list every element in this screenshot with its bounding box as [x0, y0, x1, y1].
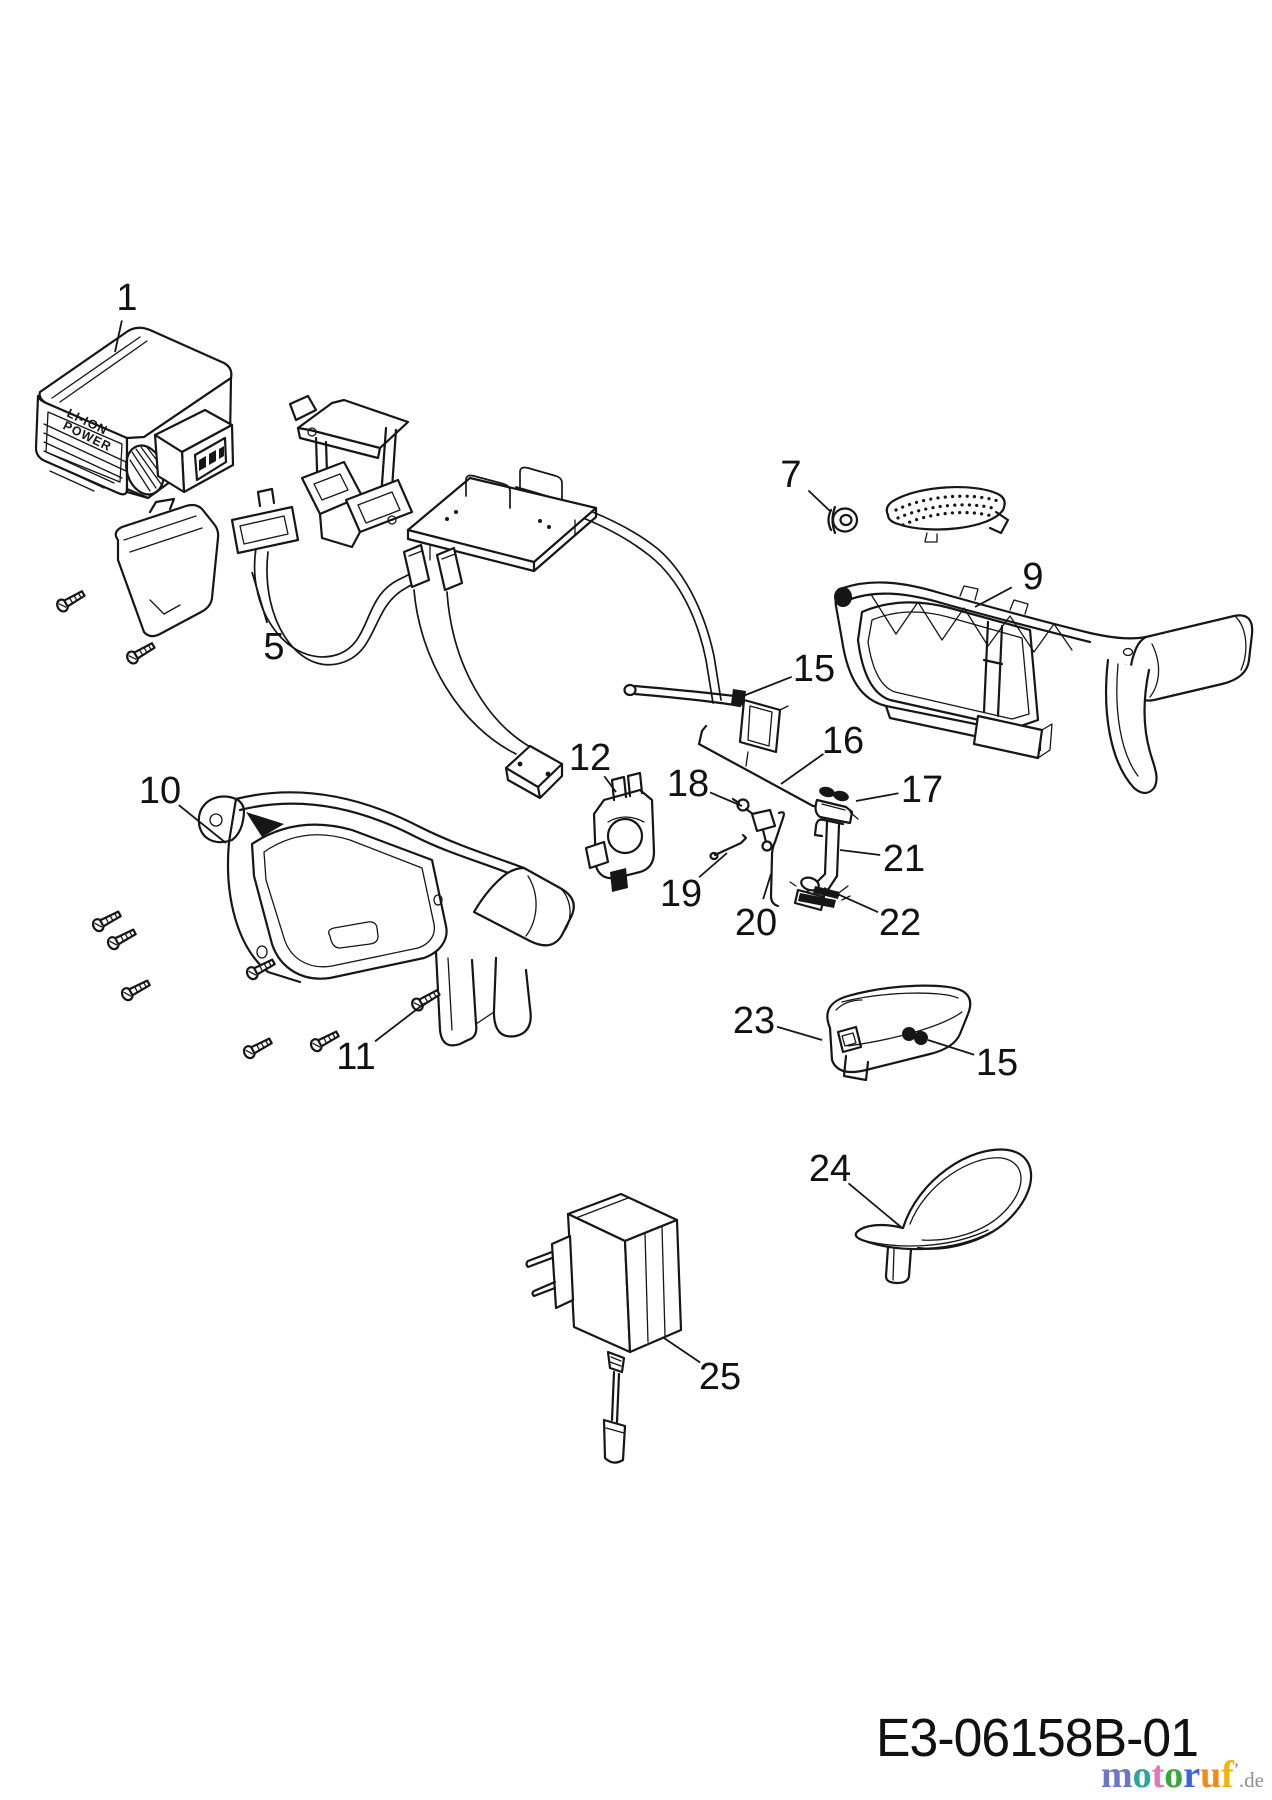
- part-label-25-18: 25: [699, 1356, 741, 1398]
- part-label-22-14: 22: [879, 902, 921, 944]
- leader-line-1-0: [114, 320, 123, 353]
- leader-line-18-10: [709, 791, 743, 807]
- leader-line-16-8: [780, 753, 824, 785]
- leader-line-15-7: [742, 675, 793, 697]
- leader-line-20-12: [762, 873, 772, 900]
- logo-letter-3: o: [1164, 1754, 1184, 1796]
- leader-line-10-4: [178, 804, 227, 844]
- part-label-7-2: 7: [780, 454, 801, 496]
- screw-7: [309, 1030, 340, 1053]
- handle-housing-right: [834, 581, 1254, 795]
- leader-line-21-13: [839, 849, 881, 856]
- logo-letter-2: t: [1151, 1754, 1165, 1796]
- motoruf-logo: motoruf’.de: [1101, 1756, 1264, 1794]
- logo-letter-0: m: [1100, 1754, 1133, 1796]
- screw-8: [411, 989, 441, 1012]
- screw-1: [126, 642, 156, 665]
- diagram-code: E3-06158B-01: [876, 1708, 1198, 1768]
- leader-line-25-18: [663, 1337, 701, 1364]
- battery-connector: [153, 408, 235, 494]
- battery-pack: LI-ION POWER: [34, 326, 235, 500]
- latch-22: [789, 876, 851, 908]
- leader-line-17-9: [855, 792, 899, 802]
- logo-letter-1: o: [1132, 1754, 1152, 1796]
- part-label-5-1: 5: [263, 626, 284, 668]
- part-label-20-12: 20: [735, 902, 777, 944]
- part-label-9-3: 9: [1022, 556, 1043, 598]
- logo-letter-4: r: [1183, 1754, 1201, 1796]
- grommet: [827, 505, 859, 535]
- part-label-1-0: 1: [116, 277, 137, 319]
- leader-line-24-17: [847, 1182, 902, 1228]
- part-label-16-8: 16: [822, 720, 864, 762]
- screw-3: [106, 928, 137, 951]
- leader-line-5-1: [251, 571, 269, 624]
- clamp-17: [814, 786, 859, 825]
- pin-19: [709, 833, 748, 861]
- part-label-11-5: 11: [336, 1036, 375, 1078]
- part-label-18-10: 18: [667, 763, 709, 805]
- logo-letter-6: f: [1221, 1754, 1234, 1796]
- screw-0: [56, 590, 86, 613]
- battery-mount-frame: [288, 394, 414, 549]
- part-label-12-6: 12: [569, 737, 611, 779]
- logo-letter-5: u: [1200, 1754, 1222, 1796]
- part-label-15-16: 15: [976, 1042, 1018, 1084]
- leader-line-9-3: [974, 586, 1013, 608]
- leader-line-23-15: [776, 1025, 823, 1041]
- leader-line-19-11: [698, 852, 728, 878]
- part-label-15-7: 15: [793, 648, 835, 690]
- circuit-board: [402, 466, 598, 592]
- screws: [56, 590, 441, 1060]
- part-label-17-9: 17: [901, 769, 943, 811]
- screw-4: [120, 979, 151, 1002]
- leader-line-22-14: [823, 887, 879, 914]
- linkage-18: [731, 797, 777, 852]
- logo-tick: ’: [1233, 1761, 1239, 1777]
- leader-line-12-6: [603, 775, 617, 793]
- cable-clamp: [584, 771, 656, 892]
- screw-5: [245, 958, 276, 981]
- blade-guard: [854, 1148, 1033, 1285]
- battery-cover: [114, 497, 220, 638]
- part-label-10-4: 10: [139, 770, 181, 812]
- trigger-cover: [826, 984, 972, 1082]
- part-label-23-15: 23: [733, 1000, 775, 1042]
- handle-housing-left: [197, 791, 575, 1047]
- charger: [525, 1192, 683, 1464]
- grip-pad: [885, 486, 1010, 543]
- spring-wire-20: [769, 811, 785, 908]
- wiring-bracket: [230, 487, 300, 555]
- micro-switch: [504, 744, 564, 800]
- leader-line-7-2: [807, 489, 832, 513]
- screw-6: [242, 1037, 273, 1060]
- leader-line-11-5: [374, 1002, 426, 1043]
- part-label-24-17: 24: [809, 1148, 851, 1190]
- switch-lever: [623, 683, 789, 767]
- connector-plugs: [402, 543, 464, 592]
- logo-suffix: .de: [1238, 1768, 1264, 1792]
- screw-2: [91, 910, 122, 933]
- part-label-21-13: 21: [883, 838, 925, 880]
- part-label-19-11: 19: [660, 873, 702, 915]
- leader-line-15-16: [927, 1039, 975, 1056]
